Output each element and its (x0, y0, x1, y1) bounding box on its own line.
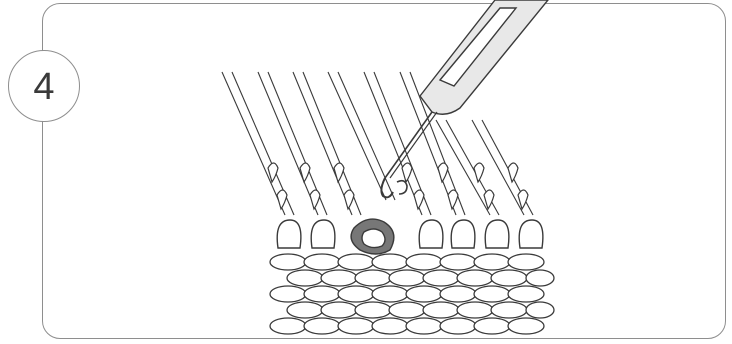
strand-twists (268, 163, 528, 209)
knitted-fabric (270, 254, 554, 334)
step-number: 4 (33, 68, 54, 106)
highlighted-loop (351, 219, 394, 254)
top-loops (277, 220, 543, 248)
step-badge: 4 (8, 50, 80, 122)
